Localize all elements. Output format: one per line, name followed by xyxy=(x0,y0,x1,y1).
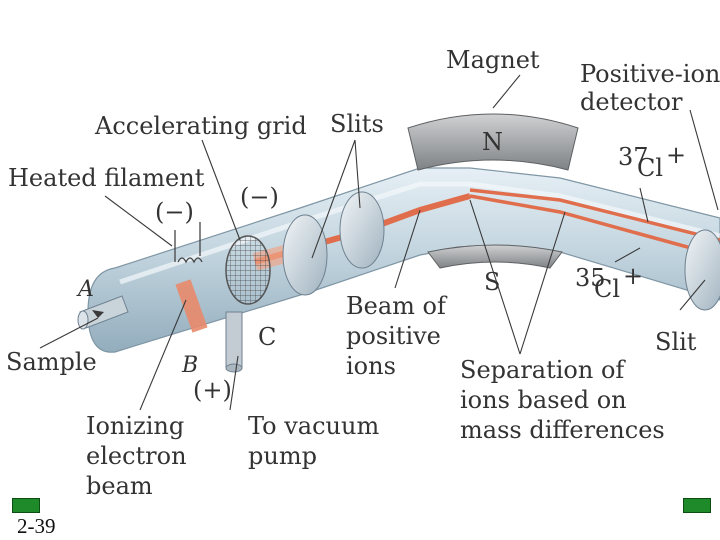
heated-filament-label: Heated filament xyxy=(8,164,205,192)
positive-charge-label: (+) xyxy=(193,376,232,404)
separation-label-line1: Separation of xyxy=(460,356,626,384)
slit-disc-3 xyxy=(684,229,720,311)
slits-label: Slits xyxy=(330,110,384,138)
cl35-label: 35 Cl + xyxy=(575,262,643,303)
filament-charge-label: (−) xyxy=(155,198,194,226)
south-pole-label: S xyxy=(484,268,500,296)
magnet-label: Magnet xyxy=(446,46,540,74)
slit-label: Slit xyxy=(655,328,697,356)
cl37-mass: 37 xyxy=(618,143,649,171)
ionizing-label-line2: electron xyxy=(86,442,187,470)
slit-disc-1 xyxy=(282,214,328,296)
cl37-charge: + xyxy=(666,141,686,169)
leader-lines xyxy=(39,74,719,411)
cl35-symbol: Cl xyxy=(594,275,620,303)
ionizing-label-line3: beam xyxy=(86,472,153,500)
sample-label: Sample xyxy=(6,348,97,376)
vacuum-label-line1: To vacuum xyxy=(248,412,379,440)
accelerating-grid-label: Accelerating grid xyxy=(94,112,307,140)
point-b-label: B xyxy=(181,353,198,378)
vacuum-pump-pipe xyxy=(225,311,243,373)
beam-label-line2: positive xyxy=(346,322,441,350)
grid-charge-label: (−) xyxy=(240,183,279,211)
point-c-label: C xyxy=(258,323,276,351)
slide-number: 2-39 xyxy=(17,514,56,538)
magnet-north-pole xyxy=(407,113,579,171)
magnet-south-pole xyxy=(427,244,563,269)
beam-label-line3: ions xyxy=(346,352,396,380)
accelerating-grid xyxy=(225,235,271,305)
cl37-label: 37 Cl + xyxy=(618,141,686,182)
separation-label-line3: mass differences xyxy=(460,416,665,444)
ionizing-label-line1: Ionizing xyxy=(86,412,184,440)
north-pole-label: N xyxy=(482,128,503,156)
beam-label-line1: Beam of xyxy=(346,292,448,320)
detector-label-line1: Positive-ion xyxy=(580,60,720,88)
next-slide-button[interactable] xyxy=(683,498,711,513)
cl37-symbol: Cl xyxy=(637,154,663,182)
slit-disc-2 xyxy=(339,191,385,269)
cl35-charge: + xyxy=(623,262,643,290)
vacuum-label-line2: pump xyxy=(248,442,317,470)
cl35-mass: 35 xyxy=(575,264,606,292)
separation-label-line2: ions based on xyxy=(460,386,627,414)
detector-label-line2: detector xyxy=(580,88,683,116)
point-a-label: A xyxy=(76,277,94,302)
heated-filament xyxy=(174,222,203,264)
previous-slide-button[interactable] xyxy=(12,498,40,513)
